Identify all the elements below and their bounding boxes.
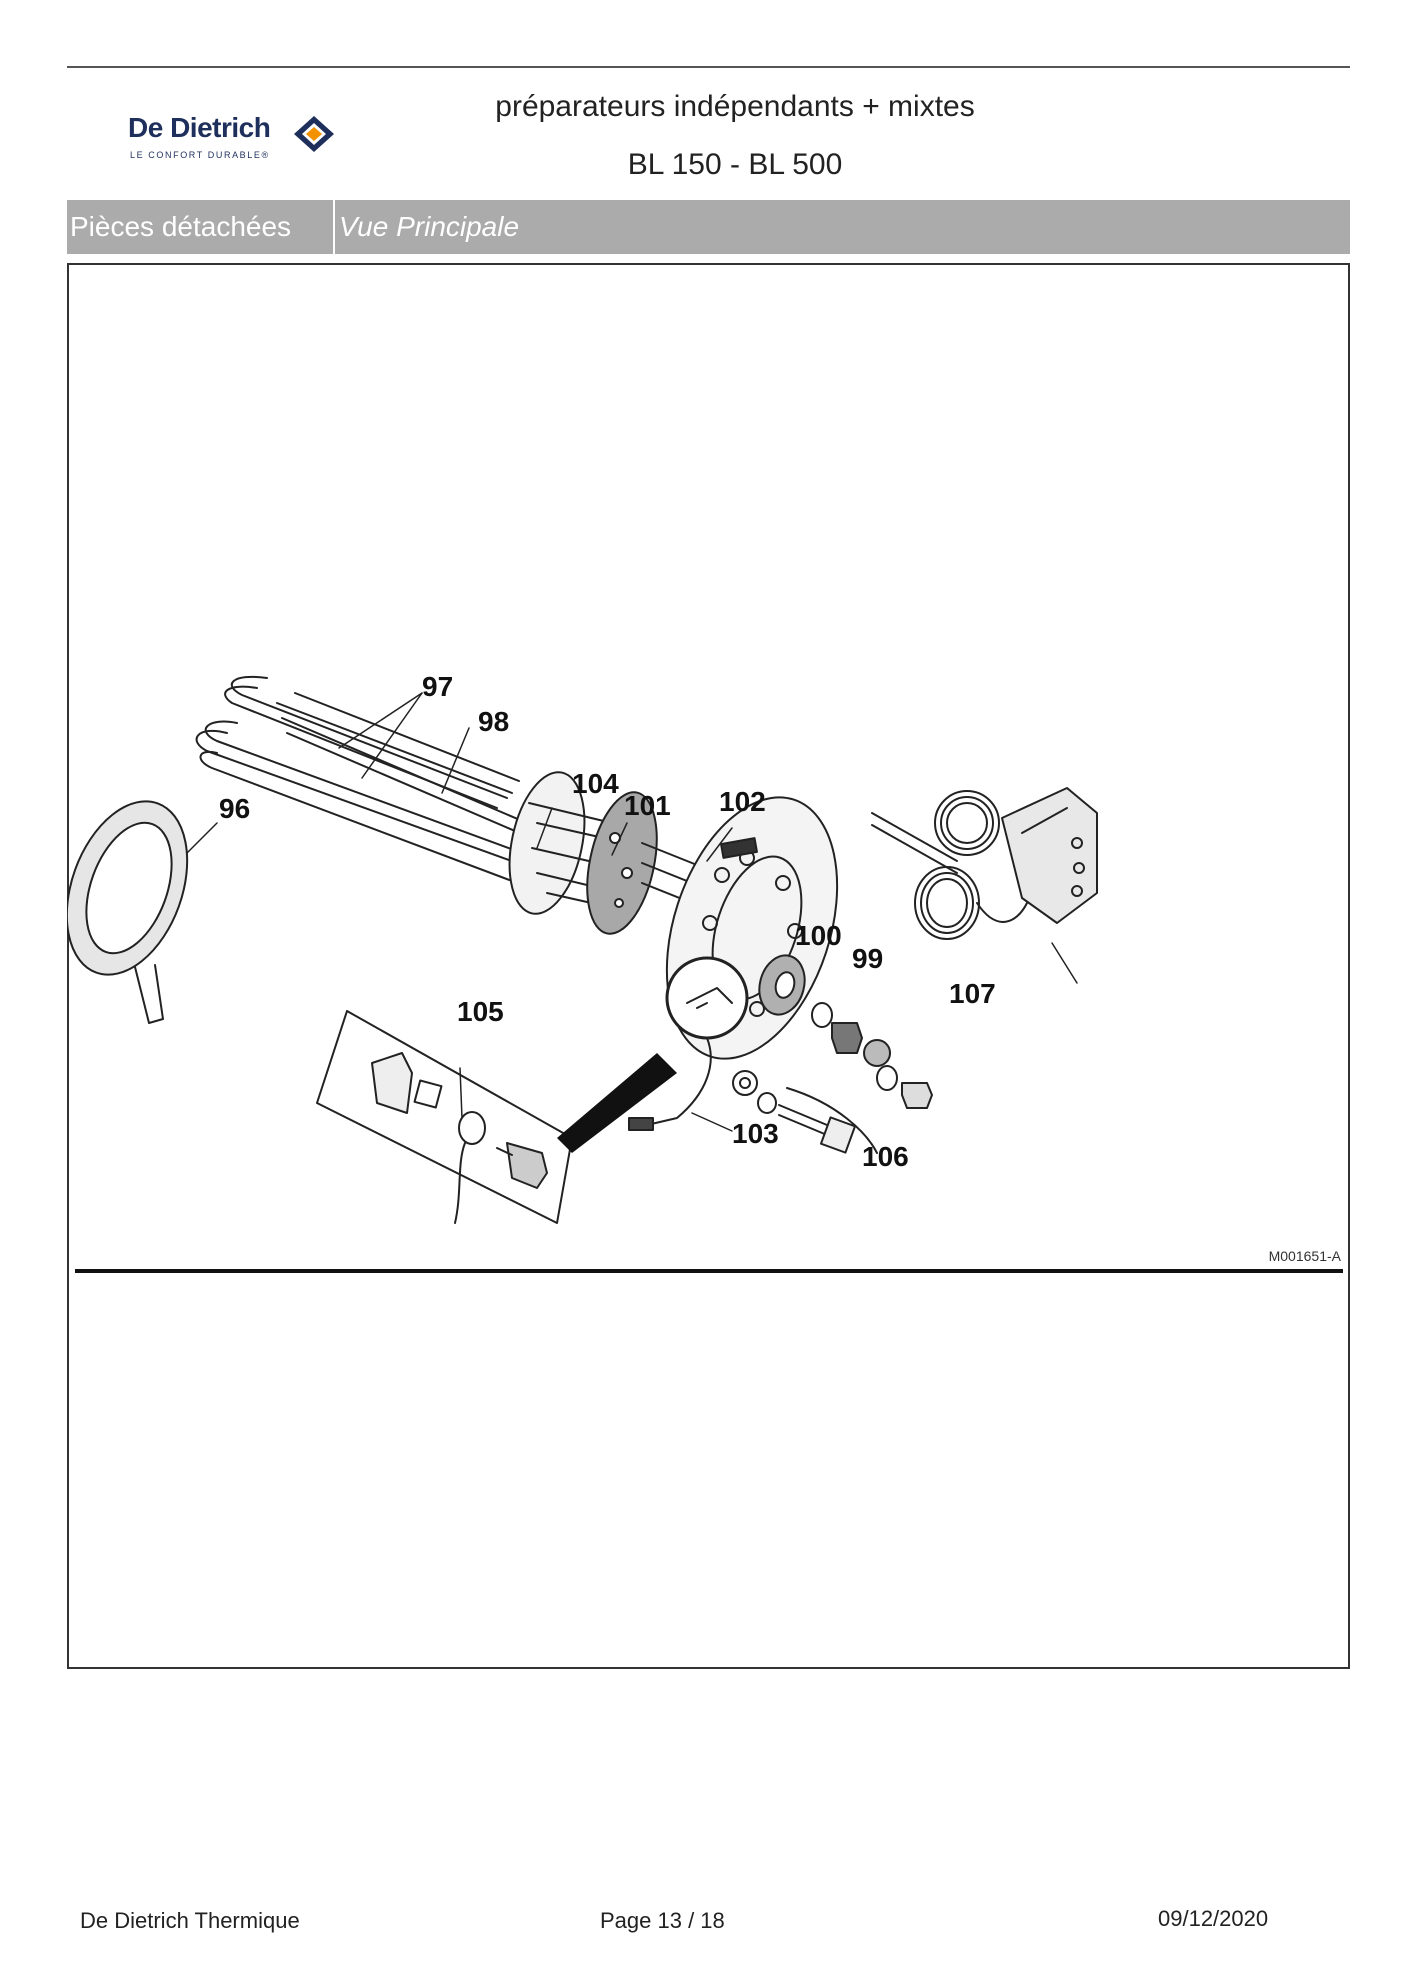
- callout-97: 97: [422, 671, 453, 702]
- footer-page-number: Page 13 / 18: [600, 1908, 725, 1933]
- view-label: Vue Principale: [339, 211, 520, 242]
- diagram-frame: [67, 263, 1350, 1669]
- callout-103: 103: [732, 1118, 779, 1149]
- thermostat-drawing: [871, 787, 1098, 940]
- gasket-ring-drawing: [67, 800, 189, 1024]
- leader-lines: [186, 692, 1078, 1132]
- callout-96: 96: [219, 793, 250, 824]
- earth-detail-circle-drawing: [665, 956, 749, 1040]
- brand-tagline: LE CONFORT DURABLE®: [130, 150, 270, 160]
- footer-company: De Dietrich Thermique: [80, 1908, 300, 1933]
- callout-98: 98: [478, 706, 509, 737]
- callout-104: 104: [572, 768, 619, 799]
- document-title: préparateurs indépendants + mixtes: [495, 90, 975, 123]
- top-rule: [67, 66, 1350, 68]
- callout-107: 107: [949, 978, 996, 1009]
- callout-102: 102: [719, 786, 766, 817]
- diamond-logo-icon: [294, 116, 334, 152]
- washer-nut-drawing: [758, 954, 933, 1109]
- callout-100: 100: [795, 920, 842, 951]
- section-band: Pièces détachées Vue Principale: [67, 200, 1350, 254]
- callout-99: 99: [852, 943, 883, 974]
- brand-logo: De Dietrich LE CONFORT DURABLE®: [128, 112, 348, 172]
- earth-cable-drawing: [628, 1037, 712, 1131]
- exploded-parts-diagram: 97 98 96 104 101 102 100 99 107 105 103 …: [67, 671, 1343, 1273]
- section-label: Pièces détachées: [67, 200, 335, 254]
- callout-105: 105: [457, 996, 504, 1027]
- brand-name: De Dietrich: [128, 112, 271, 143]
- document-model: BL 150 - BL 500: [627, 148, 843, 181]
- diagram-divider: [75, 1269, 1343, 1273]
- earth-bolt-drawing: [732, 1070, 878, 1154]
- callout-101: 101: [624, 790, 671, 821]
- callout-106: 106: [862, 1141, 909, 1172]
- diagram-reference: M001651-A: [1269, 1248, 1342, 1264]
- footer-date: 09/12/2020: [1158, 1906, 1269, 1931]
- earthing-kit-drawing: [316, 1010, 677, 1224]
- heating-element-drawing: [195, 675, 530, 882]
